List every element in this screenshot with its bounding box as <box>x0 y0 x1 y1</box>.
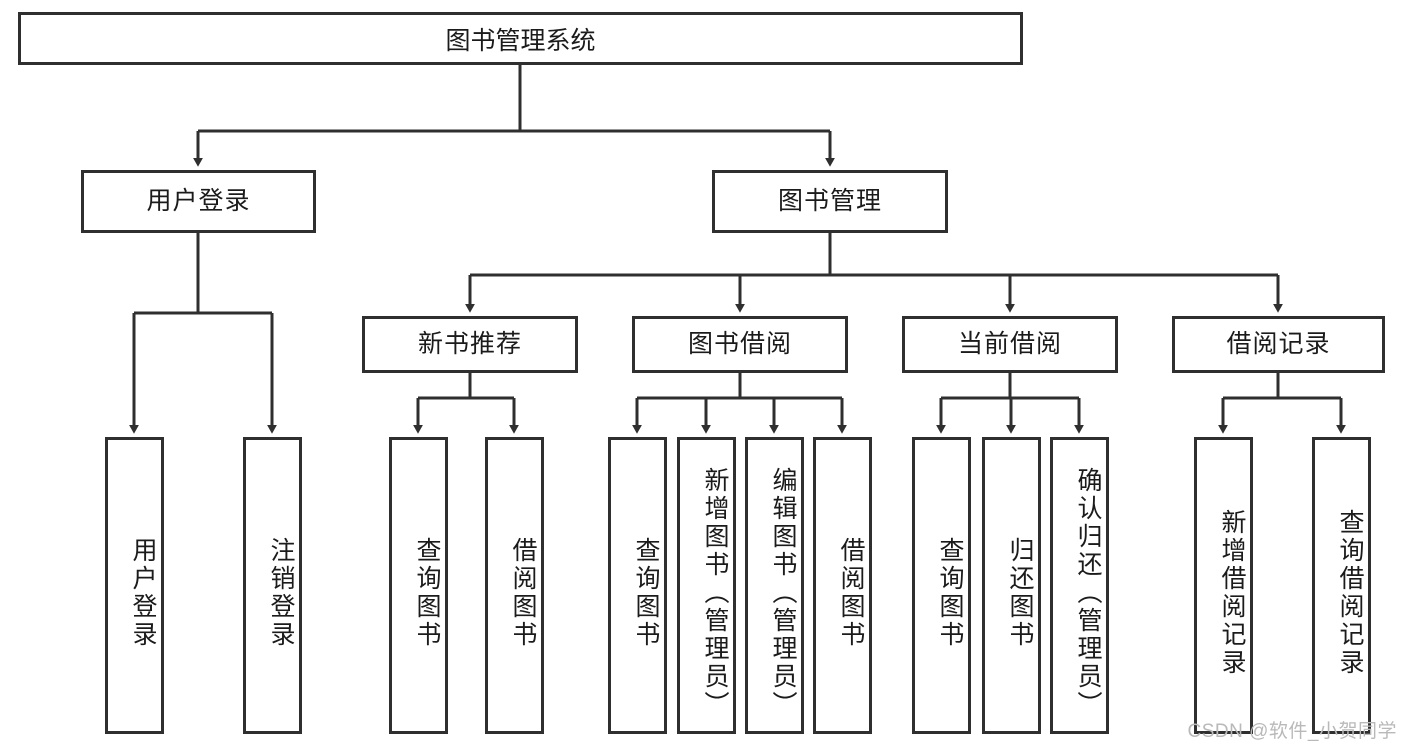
node-borrow-record[interactable]: 借阅记录 <box>1172 316 1385 373</box>
node-leaf-borrow-book-1[interactable]: 借阅图书 <box>485 437 544 734</box>
node-leaf-query-book-3-label: 查询图书 <box>936 536 964 649</box>
node-book-management[interactable]: 图书管理 <box>712 170 948 233</box>
node-leaf-logout-login[interactable]: 注销登录 <box>243 437 302 734</box>
node-leaf-logout-login-label: 注销登录 <box>267 536 295 649</box>
node-leaf-query-book-1-label: 查询图书 <box>413 536 441 649</box>
node-leaf-add-book-label: 新增图书（管理员） <box>701 466 729 719</box>
node-book-borrow-label: 图书借阅 <box>687 329 792 358</box>
node-leaf-query-book-2[interactable]: 查询图书 <box>608 437 667 734</box>
node-leaf-query-book-3[interactable]: 查询图书 <box>912 437 971 734</box>
node-book-management-label: 图书管理 <box>777 186 882 215</box>
node-leaf-return-book-label: 归还图书 <box>1006 536 1034 649</box>
node-leaf-query-book-1[interactable]: 查询图书 <box>389 437 448 734</box>
node-borrow-record-label: 借阅记录 <box>1226 329 1331 358</box>
node-leaf-confirm-return-label: 确认归还（管理员） <box>1074 466 1102 719</box>
node-new-book-recommend-label: 新书推荐 <box>417 329 522 358</box>
node-leaf-borrow-book-2[interactable]: 借阅图书 <box>813 437 872 734</box>
node-leaf-edit-book[interactable]: 编辑图书（管理员） <box>745 437 804 734</box>
node-leaf-borrow-book-1-label: 借阅图书 <box>509 536 537 649</box>
watermark: CSDN @软件_小贺同学 <box>1187 721 1397 742</box>
node-leaf-query-book-2-label: 查询图书 <box>632 536 660 649</box>
node-leaf-add-book[interactable]: 新增图书（管理员） <box>677 437 736 734</box>
node-leaf-confirm-return[interactable]: 确认归还（管理员） <box>1050 437 1109 734</box>
node-leaf-return-book[interactable]: 归还图书 <box>982 437 1041 734</box>
node-leaf-add-record[interactable]: 新增借阅记录 <box>1194 437 1253 734</box>
node-user-login[interactable]: 用户登录 <box>81 170 316 233</box>
node-book-borrow[interactable]: 图书借阅 <box>632 316 848 373</box>
node-leaf-user-login[interactable]: 用户登录 <box>105 437 164 734</box>
node-leaf-add-record-label: 新增借阅记录 <box>1218 508 1246 677</box>
node-root[interactable]: 图书管理系统 <box>18 12 1023 65</box>
node-leaf-borrow-book-2-label: 借阅图书 <box>837 536 865 649</box>
node-new-book-recommend[interactable]: 新书推荐 <box>362 316 578 373</box>
node-leaf-edit-book-label: 编辑图书（管理员） <box>769 466 797 719</box>
node-current-borrow-label: 当前借阅 <box>957 329 1062 358</box>
node-root-label: 图书管理系统 <box>445 26 596 55</box>
node-leaf-query-record[interactable]: 查询借阅记录 <box>1312 437 1371 734</box>
node-current-borrow[interactable]: 当前借阅 <box>902 316 1118 373</box>
node-leaf-query-record-label: 查询借阅记录 <box>1336 508 1364 677</box>
node-leaf-user-login-label: 用户登录 <box>129 536 157 649</box>
node-user-login-label: 用户登录 <box>146 186 251 215</box>
